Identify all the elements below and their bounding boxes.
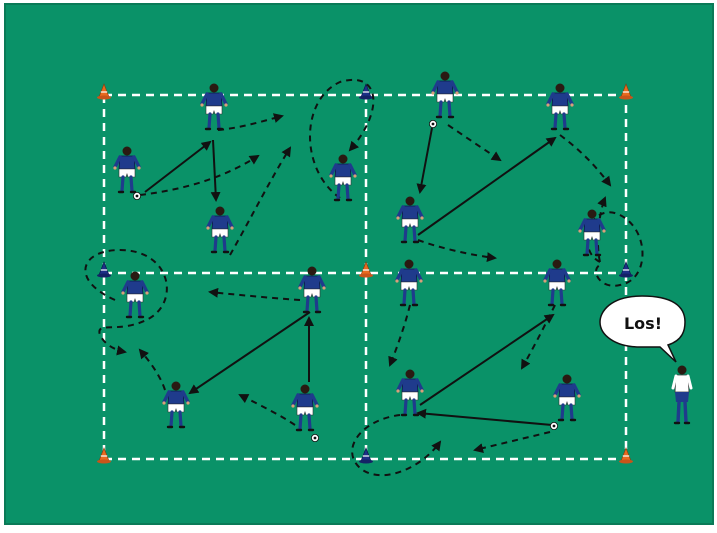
- ball: [311, 434, 318, 441]
- coach-speech-text: Los!: [624, 314, 662, 333]
- field-background: [5, 4, 713, 524]
- ball: [429, 120, 436, 127]
- ball: [550, 422, 557, 429]
- ball: [133, 192, 140, 199]
